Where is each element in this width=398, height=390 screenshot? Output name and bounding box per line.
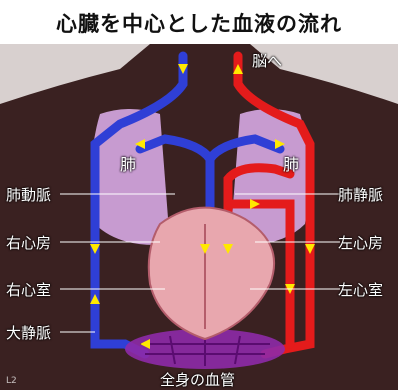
label-right-ventricle: 右心室: [6, 279, 51, 300]
label-pulmonary-artery: 肺動脈: [6, 184, 51, 205]
page-title: 心臓を中心とした血液の流れ: [0, 8, 398, 38]
label-lung-right: 肺: [283, 151, 299, 175]
circulation-diagram: [0, 44, 398, 390]
label-left-atrium: 左心房: [338, 232, 383, 253]
label-right-atrium: 右心房: [6, 232, 51, 253]
label-lung-left: 肺: [120, 151, 136, 175]
label-to-brain: 脳へ: [252, 50, 282, 71]
label-body-capillaries: 全身の血管: [160, 369, 235, 390]
left-lung: [91, 109, 170, 245]
label-pulmonary-vein: 肺静脈: [338, 184, 383, 205]
corner-mark: L2: [6, 376, 17, 386]
label-vena-cava: 大静脈: [6, 322, 51, 343]
diagram-stage: 脳へ 肺 肺 肺動脈 肺静脈 右心房 左心房 右心室 左心室 大静脈 全身の血管…: [0, 44, 398, 390]
label-left-ventricle: 左心室: [338, 279, 383, 300]
